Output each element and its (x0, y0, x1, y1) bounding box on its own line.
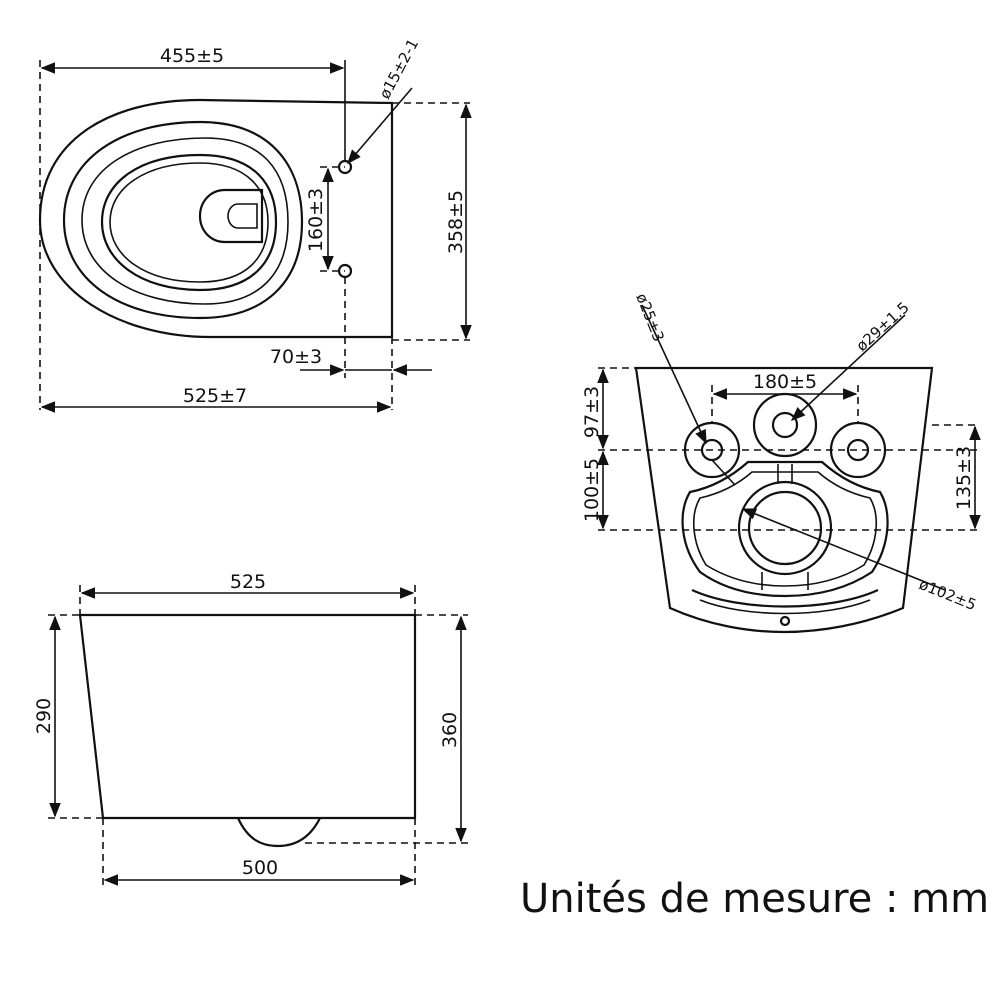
top-view-outer-outline (38, 98, 394, 339)
back-view-outline (634, 366, 934, 634)
side-view-outlet (236, 817, 321, 848)
dim-455-label: 455±5 (160, 45, 224, 67)
leader-dia-29 (790, 314, 906, 421)
back-view: ø25±3 ø29±1.5 180±5 97±3 100±5 135±3 ø10… (581, 291, 981, 634)
top-view-bowl-inner (109, 162, 269, 283)
dim-500-label: 500 (242, 857, 278, 879)
top-view: 455±5 ø15±2-1 160±3 358±5 70±3 525±7 (38, 36, 472, 413)
leader-dia-25 (641, 304, 707, 445)
units-note: Unités de mesure : mm (520, 876, 989, 922)
top-view-bowl (100, 153, 278, 292)
dim-290-label: 290 (33, 698, 55, 734)
dim-dia-102-label: ø102±5 (917, 575, 979, 614)
dim-97-label: 97±3 (581, 386, 603, 438)
leader-dia-102 (741, 508, 946, 591)
back-view-cavity-inner (692, 471, 878, 587)
side-view-outline (78, 613, 417, 820)
dim-135-label: 135±3 (953, 446, 975, 510)
back-view-outlet-ring (737, 480, 833, 576)
dim-70-label: 70±3 (270, 346, 322, 368)
dim-dia-25-label: ø25±3 (632, 291, 668, 344)
back-view-inlet (752, 392, 818, 458)
top-view-outlet (198, 188, 264, 244)
dim-525-top-label: 525±7 (183, 385, 247, 407)
side-view: 525 290 360 500 (33, 571, 468, 886)
back-view-outlet (747, 490, 823, 566)
back-view-cavity (681, 460, 889, 598)
top-view-outlet-inner (227, 203, 258, 229)
dim-358-label: 358±5 (445, 190, 467, 254)
top-view-rim (62, 120, 304, 320)
top-view-rim-inner (81, 137, 289, 305)
dim-dia-29-label: ø29±1.5 (853, 298, 913, 355)
dim-160-label: 160±3 (305, 188, 327, 252)
dim-360-label: 360 (439, 712, 461, 748)
back-view-inlet-inner (771, 411, 799, 439)
dim-hole-dia-label: ø15±2-1 (376, 36, 423, 102)
dim-180-label: 180±5 (753, 371, 817, 393)
dim-525-side-label: 525 (230, 571, 266, 593)
dim-100-label: 100±5 (581, 458, 603, 522)
leader-hole-dia (347, 87, 413, 165)
back-view-drain-dot (779, 615, 791, 627)
